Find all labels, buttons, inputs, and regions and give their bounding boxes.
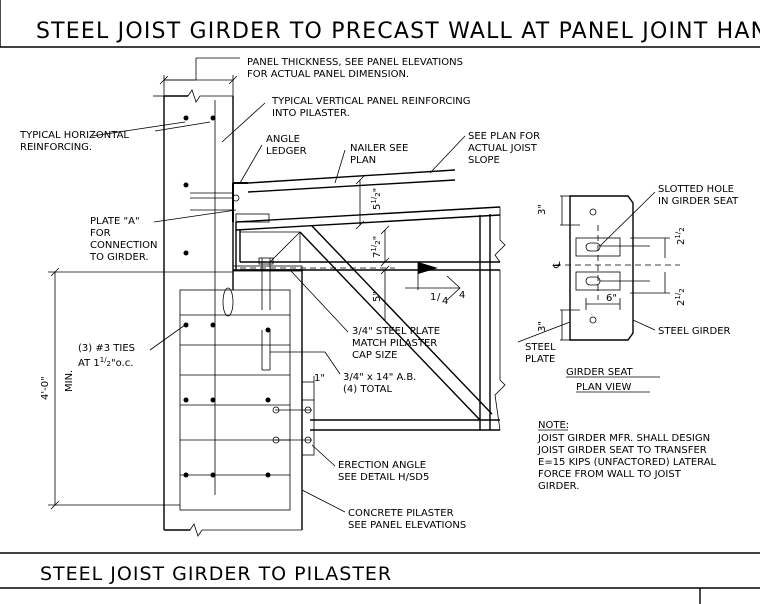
pilaster-label-1: CONCRETE PILASTER: [348, 508, 454, 519]
dim-6-inch: 6": [606, 293, 617, 304]
steel-plate-label-2: MATCH PILASTER: [352, 338, 437, 349]
weld-symbol: [405, 262, 461, 301]
rebar-dots: [183, 115, 271, 478]
nailer-label-1: NAILER SEE: [350, 143, 408, 154]
steel-plate-and-anchor-bolts: [232, 257, 303, 371]
steel-girder-label: STEEL GIRDER: [658, 326, 731, 337]
min-height-label: MIN.: [64, 370, 75, 392]
plate-a-label-4: TO GIRDER.: [89, 252, 149, 263]
joist-girder: [235, 169, 506, 431]
leader-horiz-reinf-b: [154, 121, 211, 132]
dim-2-half-a: 21/2: [674, 227, 687, 245]
dim-1-inch: 1": [314, 373, 325, 384]
leader-vert-reinf: [221, 102, 266, 143]
dim-3-bottom: 3": [537, 321, 548, 332]
leader-anchor-bolts-a: [324, 351, 341, 375]
note-line-2: JOIST GIRDER SEAT TO TRANSFER: [537, 445, 707, 456]
steel-plate-label-1: 3/4" STEEL PLATE: [352, 326, 440, 337]
horiz-reinf-label-2: REINFORCING.: [20, 142, 92, 153]
dim-5-inch: 5": [372, 291, 383, 302]
panel-thickness-label-1: PANEL THICKNESS, SEE PANEL ELEVATIONS: [247, 57, 463, 68]
leader-pilaster: [301, 489, 346, 513]
ties-label-1: (3) #3 TIES: [78, 343, 135, 354]
dim-3-top: 3": [537, 204, 548, 215]
erection-angle-label-1: ERECTION ANGLE: [338, 460, 426, 471]
leader-angle-ledger: [239, 144, 263, 184]
leader-plate-a: [153, 209, 237, 223]
min-height-value: 4'-0": [40, 376, 51, 400]
angle-ledger: [190, 182, 248, 222]
vert-reinf-label-2: INTO PILASTER.: [272, 108, 350, 119]
weld-slash: /: [437, 292, 441, 303]
note-heading: NOTE:: [538, 420, 569, 431]
panel-thickness-dim: [159, 57, 240, 96]
leader-erection-angle: [311, 444, 336, 467]
plan-view-title-1: GIRDER SEAT: [566, 367, 634, 378]
girder-seat-plan-view: [517, 195, 680, 343]
slotted-hole-label-1: SLOTTED HOLE: [658, 184, 734, 195]
detail-subtitle: STEEL JOIST GIRDER TO PILASTER: [40, 563, 392, 585]
seat-depth-dims: [355, 175, 390, 320]
leader-ties: [149, 324, 186, 351]
erection-angle: [272, 399, 315, 456]
plate-a-label-2: FOR: [90, 228, 111, 239]
note-line-3: E=15 KIPS (UNFACTORED) LATERAL: [538, 457, 717, 468]
steel-plate-label-a: STEEL: [525, 342, 556, 353]
edge-distance-dim: [302, 376, 315, 400]
centerline-symbol: ℄: [552, 261, 563, 269]
leader-slotted-hole: [599, 191, 656, 247]
leader-see-plan: [429, 135, 466, 174]
angle-ledger-label-2: LEDGER: [266, 146, 307, 157]
anchor-bolts-label-2: (4) TOTAL: [343, 384, 392, 395]
steel-plate-label-b: PLATE: [525, 354, 555, 365]
plan-view-title-2: PLAN VIEW: [576, 382, 631, 393]
weld-length: 4: [459, 290, 465, 301]
note-line-5: GIRDER.: [538, 481, 579, 492]
min-height-dim: [48, 267, 233, 510]
ties-label-2: AT 11/2"o.c.: [78, 356, 133, 369]
horiz-reinf-label-1: TYPICAL HORIZONTAL: [19, 130, 129, 141]
plate-a-label-1: PLATE "A": [90, 216, 140, 227]
panel-thickness-label-2: FOR ACTUAL PANEL DIMENSION.: [247, 69, 409, 80]
dim-2-half-b: 21/2: [674, 288, 687, 306]
dim-5-half: 51/2": [370, 188, 383, 210]
leader-nailer: [334, 149, 346, 184]
precast-panel: [153, 89, 234, 530]
see-plan-label-3: SLOPE: [468, 155, 500, 166]
weld-size-num: 1: [430, 292, 436, 303]
leader-steel-girder: [632, 319, 656, 331]
dim-7-half: 71/2": [370, 236, 383, 258]
see-plan-label-2: ACTUAL JOIST: [468, 143, 538, 154]
detail-title: STEEL JOIST GIRDER TO PRECAST WALL AT PA…: [36, 19, 760, 44]
pilaster-label-2: SEE PANEL ELEVATIONS: [348, 520, 466, 531]
leader-steel-plate: [289, 269, 349, 333]
concrete-pilaster: [164, 100, 303, 537]
anchor-bolts-label-1: 3/4" x 14" A.B.: [343, 372, 416, 383]
see-plan-label-1: SEE PLAN FOR: [468, 131, 540, 142]
slotted-hole-label-2: IN GIRDER SEAT: [658, 196, 739, 207]
leader-horiz-reinf-a: [91, 121, 186, 137]
nailer-label-2: PLAN: [350, 155, 376, 166]
note-line-4: FORCE FROM WALL TO JOIST: [538, 469, 682, 480]
plate-a-label-3: CONNECTION: [90, 240, 158, 251]
weld-size-den: 4: [442, 296, 448, 307]
angle-ledger-label-1: ANGLE: [266, 134, 300, 145]
erection-angle-label-2: SEE DETAIL H/SD5: [338, 472, 429, 483]
note-line-1: JOIST GIRDER MFR. SHALL DESIGN: [537, 433, 710, 444]
steel-plate-label-3: CAP SIZE: [352, 350, 398, 361]
vert-reinf-label-1: TYPICAL VERTICAL PANEL REINFORCING: [271, 96, 471, 107]
